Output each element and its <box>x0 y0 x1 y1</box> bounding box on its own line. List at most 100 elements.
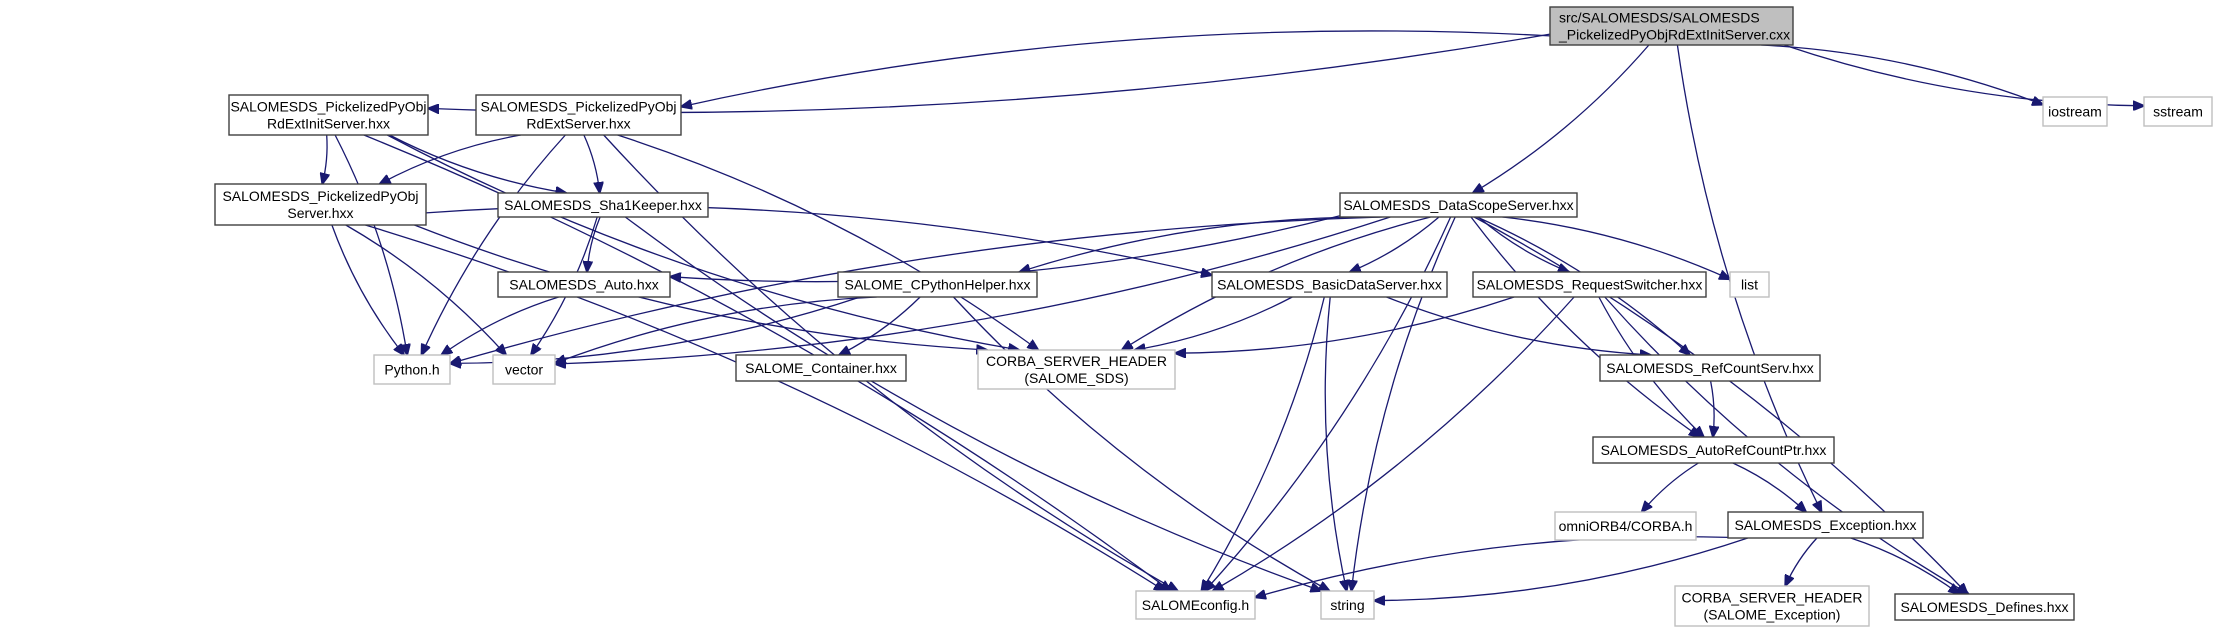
node-label: CORBA_SERVER_HEADER <box>986 353 1167 369</box>
edge-basicdata-to-salomeconfig <box>1201 296 1325 591</box>
node-label: SALOMESDS_PickelizedPyObj <box>480 99 676 115</box>
node-box <box>1674 585 1870 627</box>
node-label: Python.h <box>384 362 439 378</box>
node-label: SALOMESDS_Defines.hxx <box>1900 599 2068 615</box>
node-auto[interactable]: SALOMESDS_Auto.hxx <box>497 271 671 298</box>
node-list: list <box>1729 271 1770 298</box>
node-box <box>1894 593 2075 621</box>
node-omniorb: omniORB4/CORBA.h <box>1554 511 1697 541</box>
edge-pyobjserver-to-vector <box>345 224 506 355</box>
node-label: SALOMESDS_DataScopeServer.hxx <box>1343 197 1573 213</box>
node-label: SALOMESDS_Exception.hxx <box>1734 517 1916 533</box>
node-label: SALOMESDS_RequestSwitcher.hxx <box>1477 277 1703 293</box>
node-box <box>2042 96 2108 127</box>
edge-root-to-iostream <box>1761 44 2043 105</box>
node-cpython[interactable]: SALOME_CPythonHelper.hxx <box>837 271 1038 298</box>
edge-datascope-to-autorefcount <box>1470 216 1700 437</box>
node-box <box>373 354 451 385</box>
node-vector: vector <box>492 354 556 385</box>
node-label: src/SALOMESDS/SALOMESDS <box>1559 10 1760 26</box>
node-label: omniORB4/CORBA.h <box>1559 518 1693 534</box>
edge-rdextinit-to-salomeconfig <box>363 134 1171 591</box>
node-label: iostream <box>2048 104 2102 120</box>
node-box <box>1554 511 1697 541</box>
node-box <box>1549 6 1794 46</box>
node-reqswitch[interactable]: SALOMESDS_RequestSwitcher.hxx <box>1472 271 1707 298</box>
edge-root-to-rdext <box>681 30 1551 107</box>
node-label: string <box>1330 597 1364 613</box>
node-label: sstream <box>2153 104 2203 120</box>
edge-root-to-datascope <box>1473 44 1650 193</box>
edge-datascope-to-vector <box>555 216 1391 364</box>
node-label: SALOMESDS_Sha1Keeper.hxx <box>504 197 702 213</box>
edge-datascope-to-corba_sds <box>1122 216 1431 350</box>
edge-reqswitch-to-salomeconfig <box>1213 296 1575 591</box>
edge-basicdata-to-refcountserv <box>1386 296 1651 355</box>
node-label: SALOMEconfig.h <box>1142 597 1249 613</box>
edge-exception-to-defines <box>1850 537 1960 594</box>
node-box <box>1727 511 1924 539</box>
edge-datascope-to-basicdata <box>1350 216 1440 272</box>
edge-cpython-to-vector <box>555 296 877 363</box>
node-container[interactable]: SALOME_Container.hxx <box>735 354 907 382</box>
node-box <box>497 192 709 218</box>
node-label: list <box>1741 277 1758 293</box>
edge-autorefcount-to-omniorb <box>1642 462 1699 512</box>
node-label: _PickelizedPyObjRdExtInitServer.cxx <box>1558 27 1790 43</box>
node-datascope[interactable]: SALOMESDS_DataScopeServer.hxx <box>1339 192 1578 218</box>
edge-pyobjserver-to-python <box>331 224 404 355</box>
node-root[interactable]: src/SALOMESDS/SALOMESDS_PickelizedPyObjR… <box>1549 6 1794 46</box>
edge-refcountserv-to-autorefcount <box>1711 380 1715 437</box>
node-corba_exc: CORBA_SERVER_HEADER(SALOME_Exception) <box>1674 585 1870 627</box>
edge-reqswitch-to-corba_sds <box>1175 296 1515 353</box>
node-defines[interactable]: SALOMESDS_Defines.hxx <box>1894 593 2075 621</box>
node-refcountserv[interactable]: SALOMESDS_RefCountServ.hxx <box>1599 354 1821 382</box>
node-label: Server.hxx <box>287 205 353 221</box>
node-corba_sds: CORBA_SERVER_HEADER(SALOME_SDS) <box>977 349 1176 390</box>
edge-rdextinit-to-pyobjserver <box>322 134 327 184</box>
edge-rdext-to-corba_sds <box>617 134 1039 350</box>
node-box <box>475 94 682 136</box>
node-label: SALOMESDS_BasicDataServer.hxx <box>1217 277 1442 293</box>
node-box <box>1599 354 1821 382</box>
edge-rdextinit-to-python <box>334 134 407 355</box>
node-label: SALOMESDS_RefCountServ.hxx <box>1606 360 1814 376</box>
node-box <box>977 349 1176 390</box>
node-label: SALOMESDS_AutoRefCountPtr.hxx <box>1601 442 1827 458</box>
node-basicdata[interactable]: SALOMESDS_BasicDataServer.hxx <box>1211 271 1448 298</box>
node-label: CORBA_SERVER_HEADER <box>1681 590 1862 606</box>
edge-basicdata-to-corba_sds <box>1135 296 1293 350</box>
edge-sha1-to-auto <box>587 216 601 272</box>
edge-datascope-to-string <box>1351 216 1456 591</box>
node-label: SALOME_CPythonHelper.hxx <box>845 277 1031 293</box>
node-box <box>228 94 429 136</box>
edge-sha1-to-string <box>624 216 1321 591</box>
edge-rdext-to-pyobjserver <box>380 134 521 184</box>
node-box <box>837 271 1038 298</box>
node-rdextinit[interactable]: SALOMESDS_PickelizedPyObjRdExtInitServer… <box>228 94 429 136</box>
edge-autorefcount-to-exception <box>1732 462 1806 512</box>
node-box <box>1339 192 1578 218</box>
edge-pyobjserver-to-corba_sds <box>414 224 987 350</box>
node-string: string <box>1320 590 1375 620</box>
node-salomeconfig: SALOMEconfig.h <box>1135 590 1256 620</box>
node-label: SALOME_Container.hxx <box>745 360 897 376</box>
node-label: RdExtInitServer.hxx <box>267 116 390 132</box>
node-autorefcount[interactable]: SALOMESDS_AutoRefCountPtr.hxx <box>1592 436 1835 464</box>
node-box <box>492 354 556 385</box>
edge-datascope-to-list <box>1502 216 1730 279</box>
edge-exception-to-string <box>1374 537 1749 601</box>
node-exception[interactable]: SALOMESDS_Exception.hxx <box>1727 511 1924 539</box>
node-label: vector <box>505 362 543 378</box>
node-sha1[interactable]: SALOMESDS_Sha1Keeper.hxx <box>497 192 709 218</box>
edge-exception-to-corba_exc <box>1785 537 1818 586</box>
nodes-layer: src/SALOMESDS/SALOMESDS_PickelizedPyObjR… <box>214 6 2213 627</box>
edge-basicdata-to-string <box>1324 296 1346 591</box>
node-box <box>1320 590 1375 620</box>
node-label: SALOMESDS_PickelizedPyObj <box>230 99 426 115</box>
node-label: (SALOME_SDS) <box>1024 370 1128 386</box>
node-box <box>1729 271 1770 298</box>
